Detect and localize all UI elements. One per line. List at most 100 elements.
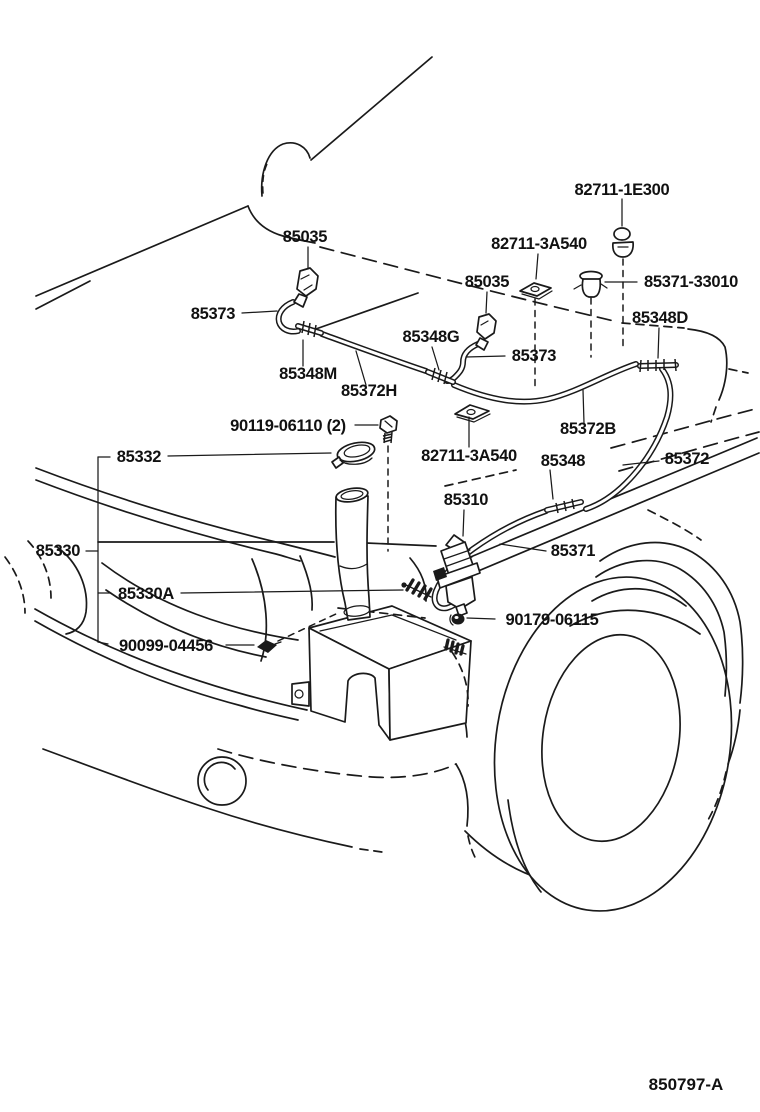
hose-85372B xyxy=(451,361,639,405)
part-label-85330: 85330 xyxy=(36,542,81,560)
bolt-threads xyxy=(382,431,393,444)
tank-front-face xyxy=(308,627,391,741)
part-label-85373-front: 85373 xyxy=(191,305,236,323)
windshield-edge-line xyxy=(35,205,249,297)
tank-stud-ribs xyxy=(444,638,465,656)
headlight-outline xyxy=(56,546,88,635)
washer-pump xyxy=(433,534,481,617)
leader-lines xyxy=(85,198,660,646)
screw-alignment-dash xyxy=(277,612,339,642)
washer-nozzle-front xyxy=(293,267,319,308)
bumper-corner xyxy=(455,763,469,827)
nozzle-base xyxy=(293,293,308,308)
wheel-arch-line xyxy=(591,587,687,607)
hose-85372 xyxy=(583,366,674,512)
hidden-drop-lines xyxy=(387,258,624,552)
bolt-head-facet xyxy=(384,420,393,428)
headlight-hidden-line-2 xyxy=(4,556,26,614)
hood-crease-line xyxy=(312,292,419,331)
hidden-edge-right-of-tank xyxy=(451,651,469,707)
clip-82711-3A540-b xyxy=(454,404,491,423)
washer-tank xyxy=(291,605,472,741)
fender-lower-dash xyxy=(647,509,702,541)
fog-light-inner xyxy=(203,761,236,791)
tank-stud-flange xyxy=(443,646,467,655)
joint-85348D xyxy=(637,358,679,373)
fog-light-icon xyxy=(197,756,247,806)
hidden-seam-dash xyxy=(610,408,756,449)
nut-90179 xyxy=(449,613,465,626)
part-label-85035-rear: 85035 xyxy=(465,273,510,291)
wiper-hump-hidden-edge xyxy=(262,161,269,194)
hood-front-edge-2 xyxy=(35,479,301,562)
fender-seam-dash xyxy=(710,406,717,423)
windshield-edge-line-2 xyxy=(35,280,91,310)
part-labels: 82711-1E300 85035 82711-3A540 85035 8537… xyxy=(36,181,739,655)
fender-flare-edge-dash xyxy=(707,771,727,821)
grille-line xyxy=(101,562,299,641)
tire-tread-line xyxy=(507,799,542,893)
part-label-85310: 85310 xyxy=(444,491,489,509)
filler-neck-band xyxy=(339,563,368,570)
fender-flare-edge xyxy=(727,709,741,765)
part-label-85332: 85332 xyxy=(117,448,162,466)
pump-flange xyxy=(436,562,481,589)
bumper-lower-dash xyxy=(359,848,383,853)
bumper-lower-line xyxy=(42,748,353,848)
part-label-85371-33010: 85371-33010 xyxy=(644,273,738,291)
nozzle-head xyxy=(476,313,497,340)
filler-neck-opening-inner xyxy=(340,490,364,500)
part-label-82711-1E300: 82711-1E300 xyxy=(575,181,670,199)
front-wheel xyxy=(493,541,744,912)
pump-motor-bands xyxy=(443,549,473,567)
part-label-90119-06110: 90119-06110 (2) xyxy=(230,417,346,435)
wiper-hump xyxy=(260,142,311,197)
joint-85348G xyxy=(425,367,456,385)
part-label-85330A: 85330A xyxy=(118,585,174,603)
part-label-85372B: 85372B xyxy=(560,420,616,438)
clip-82711-1E300 xyxy=(612,227,634,258)
part-label-85372: 85372 xyxy=(665,450,710,468)
pump-body xyxy=(445,576,476,610)
grille-line-4 xyxy=(299,555,314,611)
part-label-85372H: 85372H xyxy=(341,382,397,400)
fender-flare-inner xyxy=(595,559,728,697)
hose-joints xyxy=(295,320,679,514)
tank-right-face xyxy=(388,640,472,741)
figure-code: 850797-A xyxy=(649,1075,724,1094)
grommet-85330A xyxy=(401,578,433,601)
wheel-opening xyxy=(541,633,681,843)
cowl-curve xyxy=(247,205,316,244)
part-label-85035-front: 85035 xyxy=(283,228,328,246)
joint-85348 xyxy=(544,498,584,514)
hidden-seam-dash-2 xyxy=(618,431,760,472)
pump-outlet xyxy=(455,603,468,617)
hidden-seam-dash-3 xyxy=(444,469,517,487)
filler-neck xyxy=(331,441,376,621)
pump-inlet-barb xyxy=(433,567,447,581)
tank-cap-inner xyxy=(343,444,371,458)
fender-seam xyxy=(687,328,728,401)
tank-mount-tab xyxy=(291,681,310,707)
hose-85373-rear xyxy=(444,341,481,384)
clip-82711-3A540-a xyxy=(519,282,553,300)
part-label-85373-rear: 85373 xyxy=(512,347,557,365)
headlight-hidden-line xyxy=(27,540,52,599)
washer-nozzle-rear xyxy=(475,313,497,351)
grille-line-2 xyxy=(105,589,267,658)
hose-85373-front xyxy=(275,299,301,335)
tank-cap-skirt xyxy=(339,457,373,465)
part-label-85348G: 85348G xyxy=(403,328,460,346)
joint-85348M xyxy=(295,320,324,338)
fender-flare-outer xyxy=(599,541,744,704)
nozzle-detail xyxy=(300,274,313,291)
filler-neck-collar xyxy=(343,605,371,617)
bumper-upper-line xyxy=(217,748,457,779)
tank-tab-hole xyxy=(294,689,304,699)
bolt-90119 xyxy=(379,415,398,444)
wheel-arch-line-2 xyxy=(569,609,701,635)
windshield-edge-line-3 xyxy=(310,56,433,161)
fender-seam-dash-2 xyxy=(728,368,749,374)
